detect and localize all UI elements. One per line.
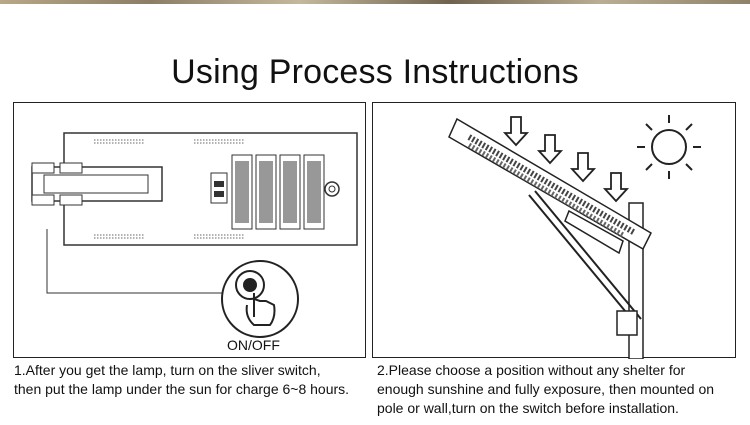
step2-caption-line2: enough sunshine and fully exposure, then… [377, 381, 715, 397]
page-title: Using Process Instructions [171, 52, 579, 91]
lamp-back-icon [31, 132, 358, 338]
power-button-icon [221, 260, 299, 338]
step1-caption-line2: then put the lamp under the sun for char… [14, 381, 350, 397]
sun-icon [637, 115, 701, 179]
step2-caption-line1: 2.Please choose a position without any s… [377, 362, 686, 378]
step2-panel [372, 102, 736, 359]
step1-panel: ON/OFF [13, 102, 366, 358]
street-lamp-icon [448, 115, 701, 359]
top-decor-strip [0, 0, 750, 4]
arrow-down-icon [502, 116, 630, 203]
step2-caption-line3: pole or wall,turn on the switch before i… [377, 400, 679, 416]
on-off-label: ON/OFF [227, 337, 280, 353]
step1-caption-line1: 1.After you get the lamp, turn on the sl… [14, 362, 321, 378]
